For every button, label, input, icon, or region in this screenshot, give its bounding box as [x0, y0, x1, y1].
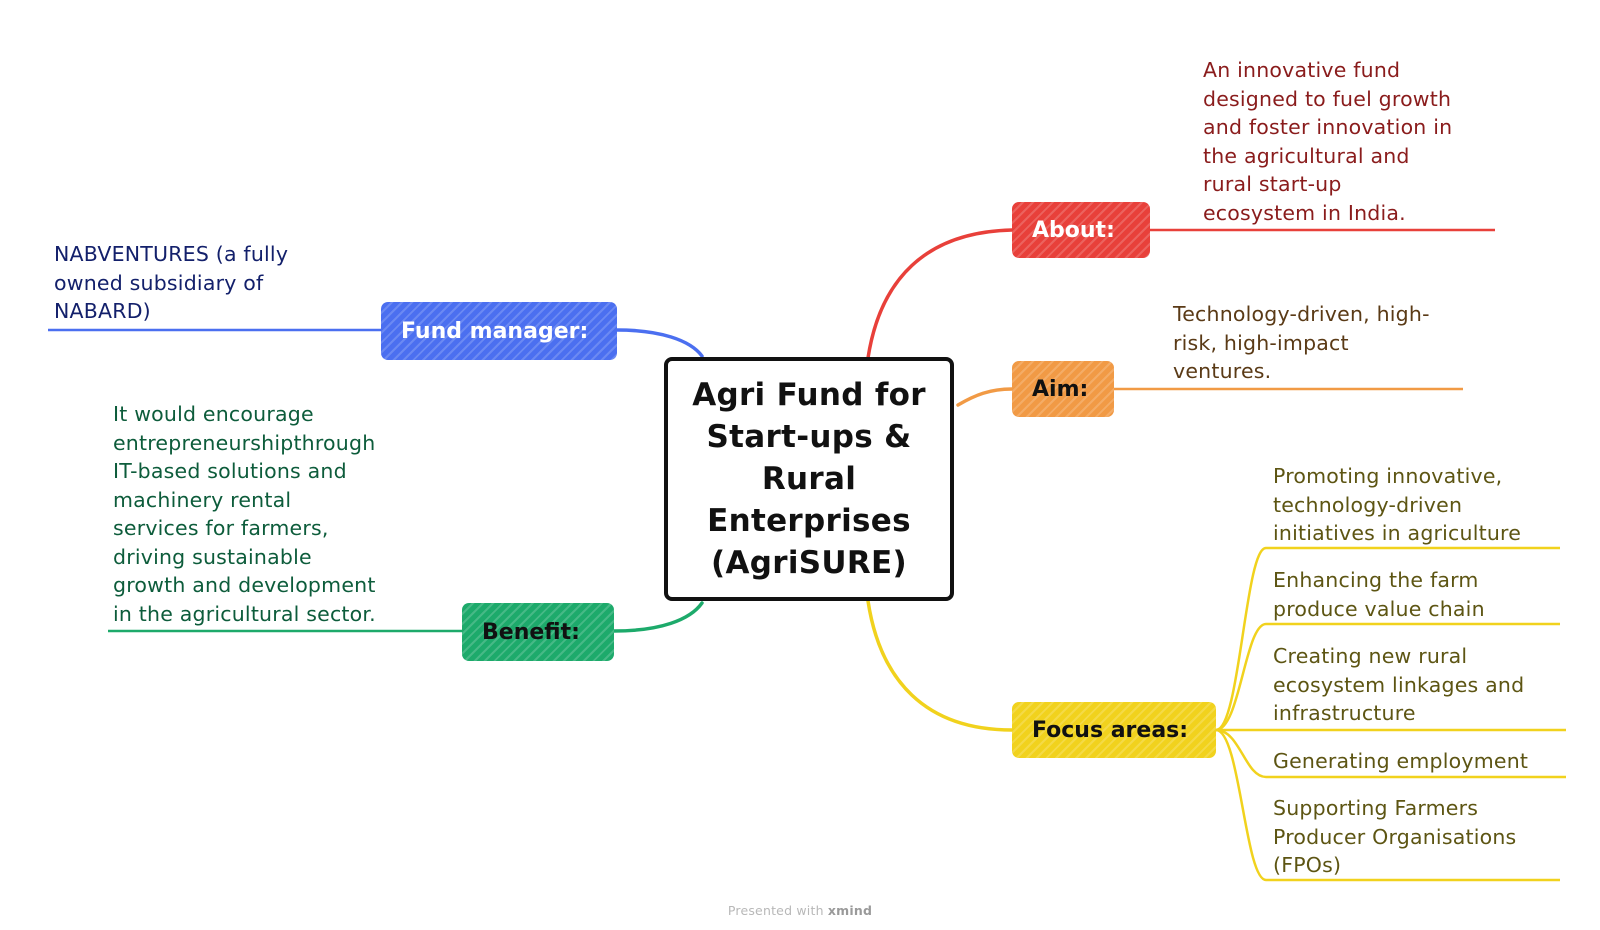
central-topic[interactable]: Agri Fund for Start-ups & Rural Enterpri… [664, 357, 954, 601]
branch-about[interactable]: About: [1012, 202, 1150, 258]
connector-aim [956, 387, 1014, 407]
connector-benefit [612, 601, 704, 633]
fund-manager-text: NABVENTURES (a fully owned subsidiary of… [54, 242, 289, 323]
about-text: An innovative fund designed to fuel grow… [1203, 58, 1453, 225]
branch-benefit-label: Benefit: [482, 619, 580, 645]
branch-fund-manager[interactable]: Fund manager: [381, 302, 617, 360]
benefit-text: It would encourage entrepreneurshipthrou… [113, 402, 376, 626]
branch-aim-label: Aim: [1032, 376, 1089, 402]
aim-text: Technology-driven, high- risk, high-impa… [1173, 302, 1430, 383]
branch-aim[interactable]: Aim: [1012, 361, 1114, 417]
branch-focus-areas[interactable]: Focus areas: [1012, 702, 1216, 758]
focus-item[interactable]: Promoting innovative, technology-driven … [1273, 464, 1522, 545]
footer-brand: xmind [827, 903, 873, 918]
footer-watermark: Presented with xmind [0, 903, 1600, 918]
focus-sub-connector-3 [1215, 728, 1566, 779]
focus-item[interactable]: Supporting Farmers Producer Organisation… [1273, 796, 1517, 877]
focus-sub-connector-4 [1215, 728, 1560, 882]
branch-focus-areas-label: Focus areas: [1032, 717, 1189, 743]
focus-sub-connector-0 [1215, 546, 1560, 732]
branch-about-label: About: [1032, 217, 1115, 243]
connector-fund-manager [615, 328, 704, 358]
focus-item[interactable]: Enhancing the farm produce value chain [1273, 568, 1485, 621]
focus-item[interactable]: Creating new rural ecosystem linkages an… [1273, 644, 1525, 725]
branch-fund-manager-label: Fund manager: [401, 318, 589, 344]
focus-item[interactable]: Generating employment [1273, 749, 1529, 773]
branch-benefit[interactable]: Benefit: [462, 603, 614, 661]
connector-focus [866, 599, 1014, 732]
footer-prefix: Presented with [727, 903, 828, 918]
central-topic-title: Agri Fund for Start-ups & Rural Enterpri… [692, 377, 926, 581]
focus-sub-connector-1 [1215, 622, 1560, 732]
connector-about [866, 228, 1014, 360]
